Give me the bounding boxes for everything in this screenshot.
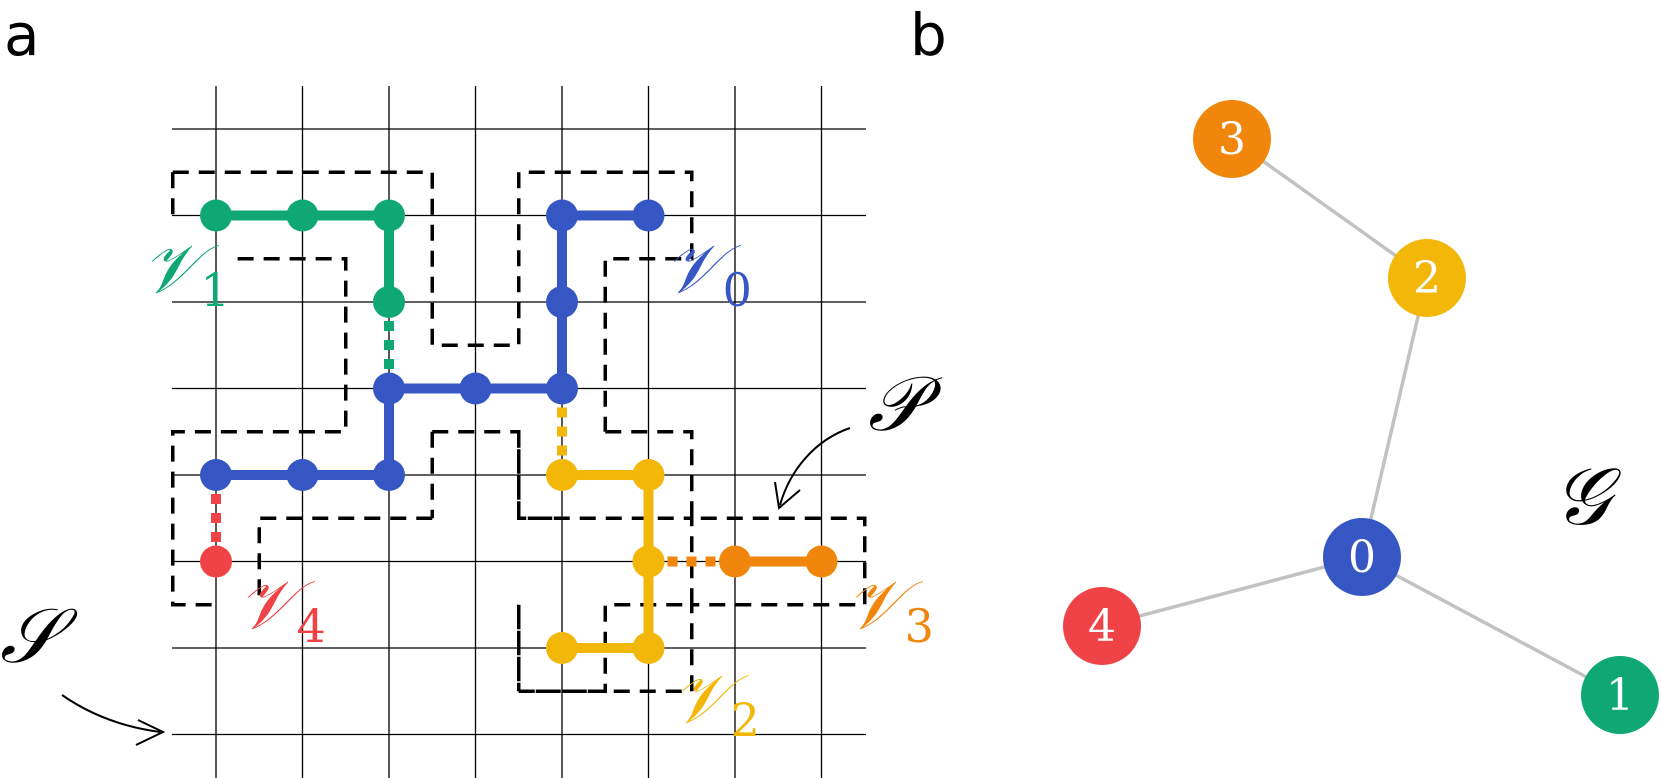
lattice-site-v2 <box>546 632 578 664</box>
graph-label-g: 𝒢 <box>1553 450 1622 543</box>
graph-node-0: 0 <box>1323 518 1401 596</box>
graph-edge-2-0 <box>1360 277 1429 558</box>
region-label-v1: 𝒱1 <box>142 230 230 317</box>
graph-node-circle-3 <box>1193 100 1271 178</box>
lattice-site-v0 <box>200 459 232 491</box>
lattice-site-v2 <box>632 632 665 664</box>
graph-edge-0-4 <box>1101 555 1363 628</box>
graph-node-circle-4 <box>1063 587 1141 665</box>
lattice-site-v2 <box>632 545 665 578</box>
graph-node-3: 3 <box>1193 100 1271 178</box>
graph-node-circle-1 <box>1581 656 1659 734</box>
graph-node-label-2: 2 <box>1413 253 1441 304</box>
partition-boundary-1 <box>171 257 348 607</box>
lattice-label-s: 𝒮 <box>0 591 78 680</box>
lattice-site-v0 <box>459 372 492 405</box>
partition-label-p: 𝒫 <box>868 359 943 448</box>
lattice-site-v1 <box>373 286 405 318</box>
lattice-site-v0 <box>546 286 578 318</box>
lattice-site-v0 <box>546 372 578 405</box>
lattice-site-v0 <box>632 199 665 232</box>
partition-boundaries <box>171 170 867 693</box>
graph-node-2: 2 <box>1388 239 1466 317</box>
panel-label-a: a <box>4 1 40 69</box>
graph-edge-0-1 <box>1361 555 1621 697</box>
s-arrow <box>61 694 161 733</box>
graph-node-4: 4 <box>1063 587 1141 665</box>
s-arrowhead <box>135 719 166 746</box>
lattice-site-v4 <box>200 545 232 578</box>
graph-edges <box>1101 137 1621 697</box>
graph-node-label-4: 4 <box>1088 601 1116 652</box>
graph-node-label-0: 0 <box>1348 532 1376 583</box>
partition-boundary-7 <box>518 430 867 693</box>
graph-nodes: 0 1 2 3 4 <box>1063 100 1659 734</box>
inter-region-links <box>211 302 735 567</box>
lattice-site-v0 <box>546 199 578 232</box>
region-path-v1 <box>211 210 394 307</box>
partition-boundary-0 <box>172 170 694 432</box>
lattice-site-v0 <box>286 459 319 491</box>
lattice-site-v1 <box>286 199 319 232</box>
region-label-v2: 𝒱2 <box>672 660 760 747</box>
region-label-v3: 𝒱3 <box>846 566 934 653</box>
partition-boundary-5 <box>257 516 433 605</box>
graph-node-label-3: 3 <box>1218 114 1246 165</box>
region-label-v4: 𝒱4 <box>238 566 326 653</box>
lattice-site-v1 <box>373 199 405 232</box>
lattice-panel: 𝒱1 𝒱0 𝒱4 𝒱3 𝒱2 𝒮 𝒫 <box>0 86 943 778</box>
lattice-site-v2 <box>632 459 665 491</box>
graph-edge-3-2 <box>1230 137 1429 280</box>
region-label-v0: 𝒱0 <box>664 230 752 317</box>
graph-node-1: 1 <box>1581 656 1659 734</box>
lattice-site-v2 <box>546 459 578 491</box>
lattice-sites <box>200 199 838 664</box>
lattice-site-v3 <box>719 545 751 578</box>
p-arrowhead <box>774 481 801 510</box>
lattice-site-v0 <box>373 372 405 405</box>
p-arrow <box>779 427 851 506</box>
lattice-site-v0 <box>373 459 405 491</box>
partition-boundary-4 <box>517 431 562 520</box>
panel-label-b: b <box>910 1 947 69</box>
lattice-site-v3 <box>805 545 838 578</box>
graph-node-circle-2 <box>1388 239 1466 317</box>
region-graph-panel: 0 1 2 3 4 𝒢 <box>1063 100 1659 734</box>
graph-node-circle-0 <box>1323 518 1401 596</box>
lattice-site-v1 <box>200 199 232 232</box>
graph-node-label-1: 1 <box>1606 670 1634 721</box>
